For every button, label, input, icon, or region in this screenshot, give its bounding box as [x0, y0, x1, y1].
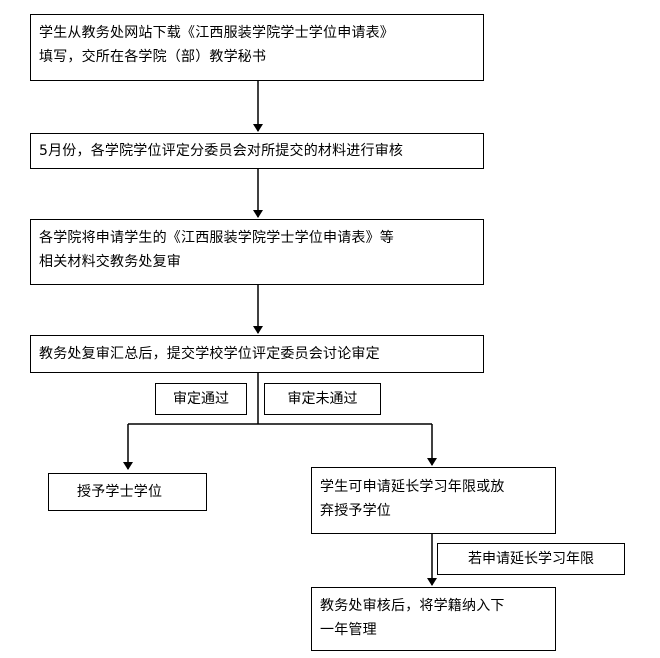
- step-academic-affairs-final-review: 教务处审核后，将学籍纳入下 一年管理: [311, 587, 556, 651]
- extend-study-label: 若申请延长学习年限: [437, 543, 625, 575]
- branch-pass-label: 审定通过: [155, 383, 247, 415]
- branch-fail-label: 审定未通过: [264, 383, 381, 415]
- step-download-application: 学生从教务处网站下载《江西服装学院学士学位申请表》 填写，交所在各学院（部）教学…: [30, 14, 484, 81]
- step-submit-to-academic-affairs-line1: 各学院将申请学生的《江西服装学院学士学位申请表》等: [39, 230, 394, 246]
- result-award-degree-line1: 授予学士学位: [77, 484, 163, 500]
- result-extend-or-abandon: 学生可申请延长学习年限或放 弃授予学位: [311, 467, 556, 534]
- step-college-review-line1: 5月份，各学院学位评定分委员会对所提交的材料进行审核: [39, 143, 404, 159]
- step-download-application-line2: 填写，交所在各学院（部）教学秘书: [39, 49, 267, 65]
- step-submit-to-academic-affairs: 各学院将申请学生的《江西服装学院学士学位申请表》等 相关材料交教务处复审: [30, 219, 484, 285]
- step-academic-affairs-final-review-line2: 一年管理: [320, 622, 377, 638]
- step-academic-affairs-final-review-line1: 教务处审核后，将学籍纳入下: [320, 598, 505, 614]
- step-university-committee-review-line1: 教务处复审汇总后，提交学校学位评定委员会讨论审定: [39, 346, 380, 362]
- result-extend-or-abandon-line2: 弃授予学位: [320, 503, 391, 519]
- step-submit-to-academic-affairs-line2: 相关材料交教务处复审: [39, 254, 181, 270]
- step-college-review: 5月份，各学院学位评定分委员会对所提交的材料进行审核: [30, 133, 484, 169]
- step-university-committee-review: 教务处复审汇总后，提交学校学位评定委员会讨论审定: [30, 335, 484, 373]
- step-download-application-line1: 学生从教务处网站下载《江西服装学院学士学位申请表》: [39, 25, 394, 41]
- result-award-degree: 授予学士学位: [48, 473, 207, 511]
- result-extend-or-abandon-line1: 学生可申请延长学习年限或放: [320, 479, 505, 495]
